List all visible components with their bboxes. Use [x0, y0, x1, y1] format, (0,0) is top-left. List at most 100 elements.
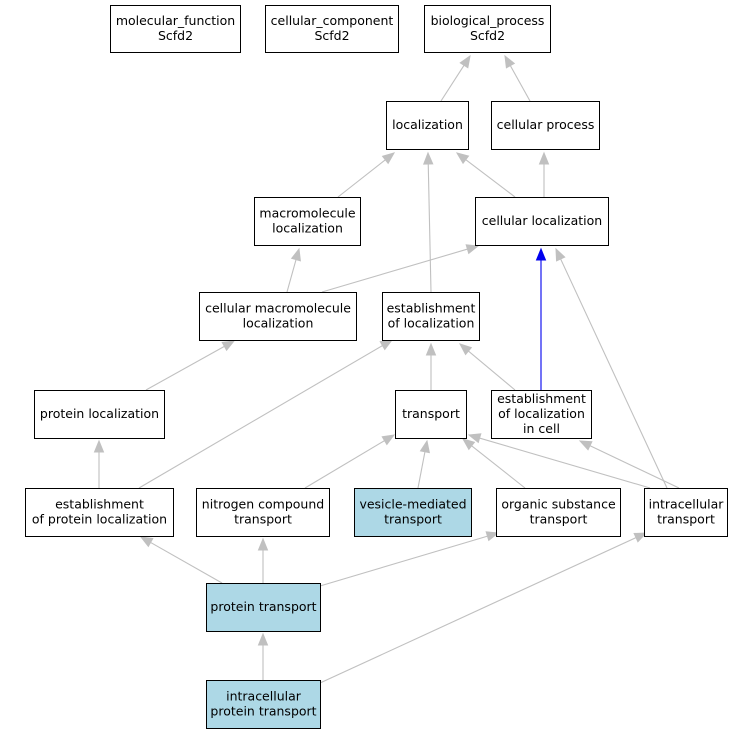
- node-box: [25, 488, 174, 537]
- arrowhead: [381, 434, 396, 446]
- node-cellular-process[interactable]: cellular process: [491, 101, 600, 150]
- node-label-line: in cell: [523, 421, 560, 436]
- node-label-line: Scfd2: [314, 28, 349, 43]
- node-label-line: nitrogen compound: [202, 497, 324, 512]
- arrowhead: [257, 537, 269, 551]
- arrowhead: [425, 342, 437, 356]
- node-label-line: intracellular: [226, 689, 302, 704]
- node-label-line: protein localization: [40, 406, 159, 421]
- edge-protein-transport-to-nitrogen-compound-transport: [257, 537, 269, 583]
- edge-cellular-macromolecule-localization-to-macromolecule-localization: [286, 247, 301, 293]
- node-box: [491, 101, 600, 150]
- node-box: [199, 292, 357, 341]
- node-label-line: protein transport: [210, 704, 316, 719]
- edge-line: [440, 64, 466, 102]
- edge-line: [427, 162, 432, 293]
- edge-organic-substance-transport-to-transport: [461, 438, 526, 489]
- edge-intracellular-transport-to-cellular-localization: [555, 247, 668, 489]
- arrowhead: [290, 247, 301, 262]
- edge-line: [138, 344, 384, 489]
- edge-line: [149, 541, 223, 584]
- node-label-line: of protein localization: [32, 512, 167, 527]
- edges-layer: [93, 54, 680, 684]
- arrowhead: [458, 343, 473, 356]
- node-label-line: Scfd2: [158, 28, 193, 43]
- node-label-line: protein transport: [210, 599, 316, 614]
- arrowhead: [93, 439, 105, 453]
- edge-line: [304, 439, 386, 489]
- edge-line: [321, 248, 469, 293]
- edge-line: [145, 345, 226, 391]
- edge-protein-transport-to-organic-substance-transport: [319, 531, 500, 587]
- node-label-line: transport: [530, 512, 588, 527]
- node-label-line: localization: [243, 316, 314, 331]
- edge-protein-transport-to-establishment-of-protein-localization: [139, 536, 223, 584]
- edge-intracellular-transport-to-transport: [467, 433, 651, 489]
- node-label-line: transport: [234, 512, 292, 527]
- node-label-line: establishment: [387, 301, 476, 316]
- edge-establishment-of-localization-in-cell-to-cellular-localization: [535, 247, 547, 390]
- edge-line: [509, 64, 531, 102]
- node-protein-localization[interactable]: protein localization: [34, 390, 165, 439]
- arrowhead: [455, 152, 470, 165]
- node-label-line: of localization: [388, 316, 475, 331]
- node-box: [644, 488, 728, 537]
- node-label-line: organic substance: [501, 497, 616, 512]
- node-label-line: intracellular: [649, 497, 725, 512]
- edge-nitrogen-compound-transport-to-transport: [304, 434, 396, 489]
- edge-establishment-of-localization-to-localization: [423, 151, 434, 293]
- node-localization[interactable]: localization: [386, 101, 469, 150]
- node-box: [491, 390, 592, 439]
- node-cellular-localization[interactable]: cellular localization: [475, 197, 609, 246]
- arrowhead: [459, 54, 471, 69]
- node-box: [496, 488, 621, 537]
- nodes-layer: molecular_functionScfd2cellular_componen…: [25, 5, 728, 729]
- edge-line: [559, 257, 668, 489]
- arrowhead: [423, 151, 434, 165]
- edge-cellular-localization-to-cellular-process: [538, 151, 550, 197]
- node-label-line: Scfd2: [470, 28, 505, 43]
- edge-macromolecule-localization-to-localization: [337, 152, 396, 198]
- node-box: [206, 680, 321, 729]
- arrowhead: [555, 247, 566, 262]
- arrowhead: [381, 152, 396, 165]
- arrowhead: [257, 632, 269, 646]
- edge-establishment-of-localization-in-cell-to-establishment-of-localization: [458, 343, 516, 391]
- edge-line: [478, 437, 651, 489]
- node-box: [34, 390, 165, 439]
- node-label-line: transport: [657, 512, 715, 527]
- arrowhead: [221, 340, 236, 352]
- node-box: [206, 583, 321, 632]
- edge-intracellular-transport-to-establishment-of-localization-in-cell: [578, 440, 680, 489]
- node-label-line: transport: [402, 406, 460, 421]
- node-transport[interactable]: transport: [395, 390, 467, 439]
- arrowhead: [467, 433, 482, 444]
- edge-localization-to-biological-process: [440, 54, 471, 102]
- edge-cellular-process-to-biological-process: [504, 54, 531, 102]
- node-label-line: localization: [392, 117, 463, 132]
- arrowhead: [538, 151, 550, 165]
- node-box: [110, 5, 241, 53]
- node-label-line: macromolecule: [259, 206, 355, 221]
- node-label-line: vesicle-mediated: [359, 497, 466, 512]
- arrowhead: [535, 247, 547, 261]
- arrowhead: [504, 54, 516, 69]
- node-label-line: cellular process: [497, 117, 595, 132]
- edge-line: [319, 535, 489, 587]
- node-label-line: molecular_function: [116, 13, 235, 28]
- node-box: [254, 197, 361, 246]
- node-protein-transport[interactable]: protein transport: [206, 583, 321, 632]
